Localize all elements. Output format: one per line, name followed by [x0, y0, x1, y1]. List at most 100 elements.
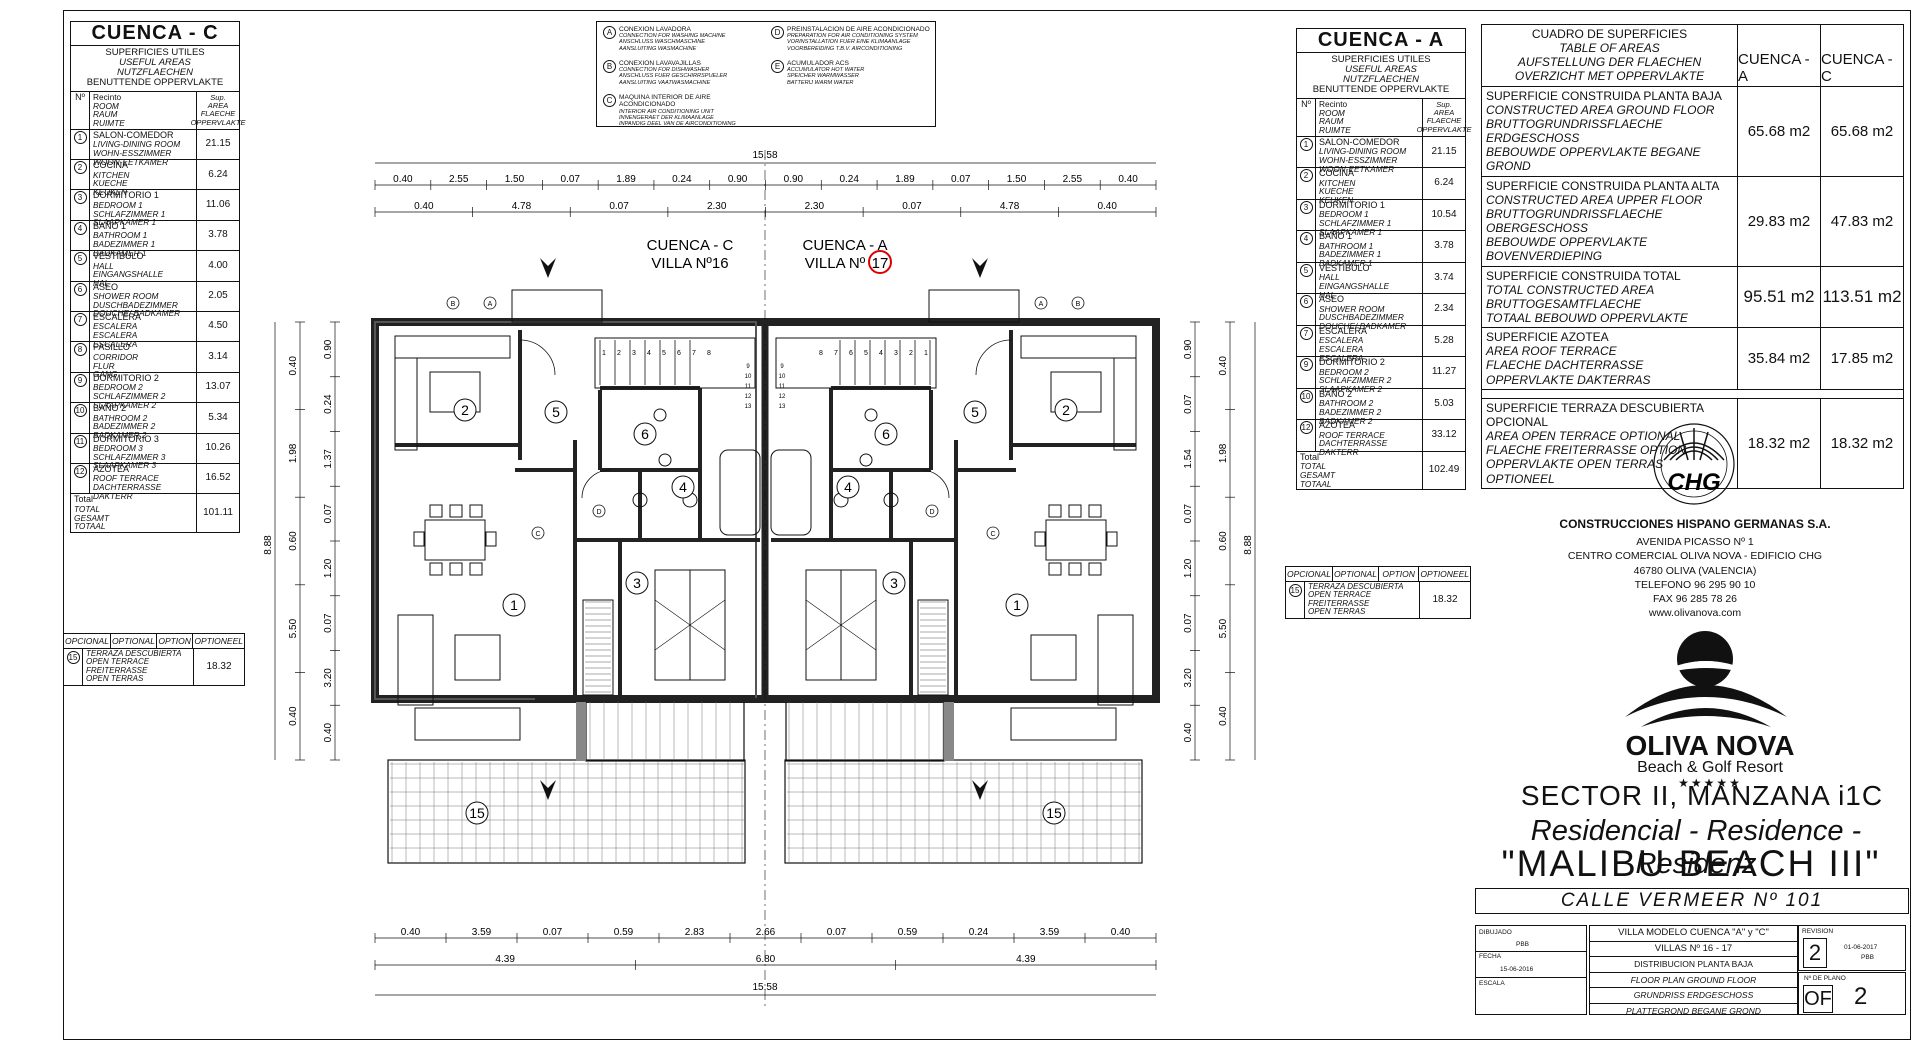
optional-header-cell: OPTIONEEL	[1420, 569, 1469, 579]
legend-key-circle: D	[771, 26, 784, 39]
room-number-marker: 15	[1042, 801, 1066, 825]
summary-label-line: TOTAAL BEBOUWD OPPERVLAKTE	[1486, 310, 1688, 325]
room-name-line: KUECHE	[1319, 186, 1354, 197]
room-number: 5	[71, 251, 90, 281]
right-villa-title: CUENCA - A	[802, 237, 887, 254]
room-name-line: DORMITORIO 1	[93, 190, 159, 201]
legend-key-circle: B	[603, 60, 616, 73]
dimension-value: 0.07	[323, 503, 334, 523]
dimension-value: 6.80	[756, 954, 776, 965]
room-number-circle: 7	[1299, 326, 1313, 340]
room-number: 5	[1297, 262, 1316, 294]
dimension-value: 1.50	[505, 174, 525, 185]
summary-value-c: 47.83 m2	[1830, 212, 1894, 230]
summary-value-c: 65.68 m2	[1830, 122, 1894, 140]
room-number: 2	[1297, 168, 1316, 199]
room-area: 2.34	[1434, 303, 1454, 315]
room-name-line: ESCALERA	[93, 321, 138, 332]
legend-key-circle: E	[771, 60, 784, 73]
room-name-line: WOHN-ESSZIMMER	[93, 147, 172, 158]
stair-step-number: 7	[692, 350, 696, 357]
room-number: 9	[1297, 357, 1316, 388]
room-name-line: BATHROOM 2	[1319, 398, 1374, 409]
room-name-line: SLAAPKAMER 2	[93, 399, 157, 410]
summary-label-line: BRUTTOGRUNDRISSFLAECHE ERDGESCHOSS	[1486, 116, 1663, 146]
stair-step-number: 3	[632, 350, 636, 357]
room-name-line: ESCALERA	[1319, 335, 1364, 346]
room-name-line: SLAAPKAMER 2	[1319, 384, 1383, 395]
legend-line: VORINSTALLATION FUER EINE KLIMAANLAGE	[787, 39, 911, 46]
dimension-value: 1.37	[323, 449, 334, 469]
room-name-line: FLUR	[93, 360, 115, 371]
room-area: 6.24	[208, 168, 228, 180]
dimension-value: 0.40	[1218, 706, 1229, 726]
dimension-value: 0.07	[561, 174, 581, 185]
dimension-value: 2.55	[1063, 174, 1083, 185]
stair-step-number: 12	[779, 394, 786, 400]
dimension-value: 1.89	[616, 174, 636, 185]
room-number: 1	[1013, 597, 1021, 613]
dimension-value: 0.24	[323, 394, 334, 414]
room-number-circle: 9	[73, 373, 87, 387]
summary-label-line: OPPERVLAKTE DAKTERRAS	[1486, 372, 1651, 387]
room-area: 2.05	[208, 290, 228, 302]
revision-label: REVISION	[1802, 928, 1834, 935]
room-number: 2	[1062, 402, 1070, 418]
room-number-circle: 7	[73, 313, 87, 327]
dimension-value: 3.59	[472, 927, 492, 938]
summary-value-a: 29.83 m2	[1738, 176, 1821, 266]
col-area-line: OPPERVLAKTE	[190, 117, 246, 127]
dimension-value: 0.59	[898, 927, 918, 938]
legend-line: ACCUMULATOR HOT WATER	[787, 67, 865, 74]
room-number-circle: 3	[73, 191, 87, 205]
total-line: Total	[74, 494, 94, 505]
dimension-value: 0.40	[393, 174, 413, 185]
dimension-value: 3.20	[323, 668, 334, 688]
room-name-line: DORMITORIO 1	[1319, 199, 1385, 210]
room-name-line: BAÑO 2	[93, 403, 127, 414]
room-number-marker: 5	[963, 400, 987, 424]
summary-label-line: BRUTTOGESAMTFLAECHE	[1486, 296, 1642, 311]
room-number-circle: 8	[73, 343, 87, 357]
legend-line: CONNECTION FOR WASHING MACHINE	[619, 33, 726, 40]
of-label: OF	[1803, 985, 1833, 1013]
room-number-circle: 10	[1299, 389, 1313, 403]
company-name: CONSTRUCCIONES HISPANO GERMANAS S.A.	[1559, 517, 1831, 531]
stair-step-number: 9	[746, 364, 750, 370]
room-name-line: BATHROOM 1	[1319, 240, 1374, 251]
room-area: 5.28	[1434, 334, 1454, 346]
staircases	[594, 337, 937, 389]
room-name-line: SCHLAFZIMMER 3	[93, 451, 166, 462]
fixture-key: B	[1076, 301, 1081, 308]
col-room-line: Recinto	[93, 91, 122, 102]
room-name-line: CORRIDOR	[93, 351, 139, 362]
title-block-drawn: DIBUJADO PBB FECHA 15-06-2016 ESCALA	[1475, 925, 1587, 1015]
dimension-value: 0.07	[902, 201, 922, 212]
room-number: 4	[1297, 231, 1316, 262]
room-name-line: KITCHEN	[93, 169, 130, 180]
room-number: 15	[469, 805, 485, 821]
legend-line: ACUMULADOR ACS	[787, 60, 849, 67]
dimension-value: 3.20	[1183, 668, 1194, 688]
total-line: GESAMT	[74, 512, 110, 523]
room-area: 3.14	[208, 350, 228, 362]
room-name-line: ESCALERA	[93, 338, 138, 349]
dimension-value: 1.54	[1183, 449, 1194, 469]
